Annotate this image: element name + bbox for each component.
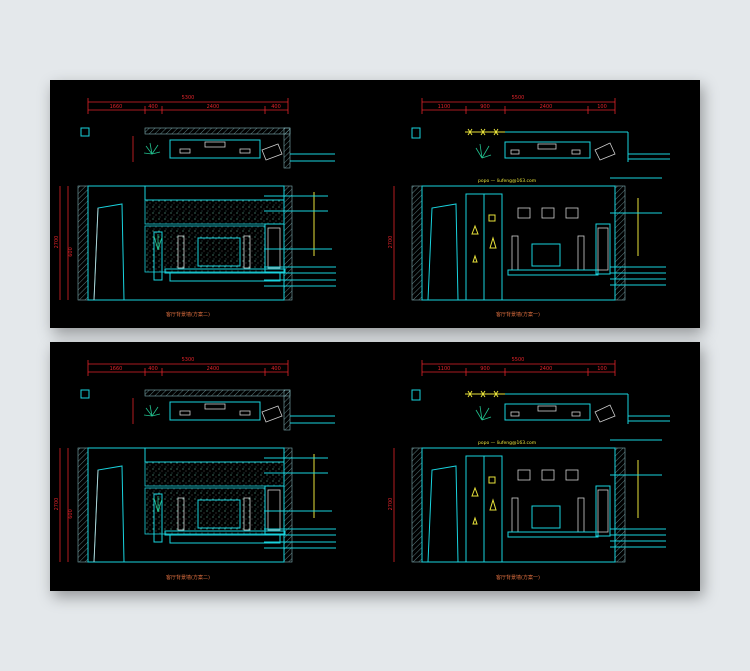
segment-dimension: 900 <box>480 366 490 372</box>
segment-dimension: 1100 <box>438 366 451 372</box>
segment-dimension: 2400 <box>540 104 553 110</box>
segment-dimension: 400 <box>148 366 158 372</box>
segment-dimension: 400 <box>271 104 281 110</box>
plant-icon <box>143 142 161 155</box>
tv-screen <box>197 237 241 267</box>
total-dimension: 5300 <box>182 357 195 363</box>
section-marker <box>80 389 90 399</box>
height-segment: 600 <box>68 509 74 519</box>
elevation-left: 5300 1660 400 2400 400 <box>54 95 336 318</box>
segment-dimension: 2400 <box>540 366 553 372</box>
ornament-icon <box>471 214 497 263</box>
stone-panel <box>144 199 285 225</box>
wall-elevation <box>421 447 616 563</box>
section-marker <box>80 127 90 137</box>
drawing-caption: 客厅背景墙(方案二) <box>166 311 210 318</box>
segment-dimension: 1660 <box>110 366 123 372</box>
cad-drawing-2: 5300 1660 400 2400 400 <box>54 357 670 581</box>
display-shelf <box>465 455 485 563</box>
ceiling-plan <box>504 141 591 159</box>
segment-dimension: 2400 <box>207 104 220 110</box>
plant-icon <box>475 405 492 421</box>
segment-dimension: 400 <box>271 366 281 372</box>
tv-screen <box>531 505 561 529</box>
watermark-text: popo — liufeng@163.com <box>478 178 536 184</box>
elevation-right: 5500 1100 900 2400 100 <box>388 95 670 318</box>
height-dimension: 2700 <box>54 236 60 249</box>
segment-dimension: 900 <box>480 104 490 110</box>
cad-drawing-1: 5300 1660 400 2400 400 <box>54 95 670 318</box>
tv-screen <box>197 499 241 529</box>
ceiling-plan <box>504 403 591 421</box>
ornament-icon <box>471 476 497 525</box>
tv-screen <box>531 243 561 267</box>
height-segment: 600 <box>68 247 74 257</box>
plant-icon <box>475 143 492 159</box>
segment-dimension: 1660 <box>110 104 123 110</box>
top-dimension: 5500 1100 900 2400 100 <box>421 357 616 376</box>
total-dimension: 5500 <box>512 357 525 363</box>
drawing-caption: 客厅背景墙(方案一) <box>496 311 540 318</box>
elevation-right: 5500 1100 900 2400 100 <box>388 357 670 581</box>
top-dimension: 5300 1660 400 2400 400 <box>87 357 289 376</box>
total-dimension: 5500 <box>512 95 525 101</box>
height-dimension: 2700 <box>388 498 394 511</box>
segment-dimension: 1100 <box>438 104 451 110</box>
height-dimension: 2700 <box>54 498 60 511</box>
top-dimension: 5300 1660 400 2400 400 <box>87 95 289 114</box>
elevation-left: 5300 1660 400 2400 400 <box>54 357 336 581</box>
ceiling-plan <box>169 401 261 421</box>
display-shelf <box>465 193 485 301</box>
drawing-caption: 客厅背景墙(方案二) <box>166 574 210 581</box>
height-dimension: 2700 <box>388 236 394 249</box>
cad-sheet-1: 5300 1660 400 2400 400 <box>50 80 700 328</box>
segment-dimension: 2400 <box>207 366 220 372</box>
total-dimension: 5300 <box>182 95 195 101</box>
wall-elevation <box>421 185 616 301</box>
watermark-text: popo — liufeng@163.com <box>478 440 536 446</box>
drawing-caption: 客厅背景墙(方案一) <box>496 574 540 581</box>
ceiling-plan <box>169 139 261 159</box>
section-marker <box>411 389 421 401</box>
segment-dimension: 100 <box>597 366 607 372</box>
cad-sheet-2: 5300 1660 400 2400 400 <box>50 342 700 591</box>
section-marker <box>411 127 421 139</box>
top-dimension: 5500 1100 900 2400 100 <box>421 95 616 114</box>
segment-dimension: 400 <box>148 104 158 110</box>
segment-dimension: 100 <box>597 104 607 110</box>
stone-panel <box>144 461 285 487</box>
plant-icon <box>143 404 161 417</box>
